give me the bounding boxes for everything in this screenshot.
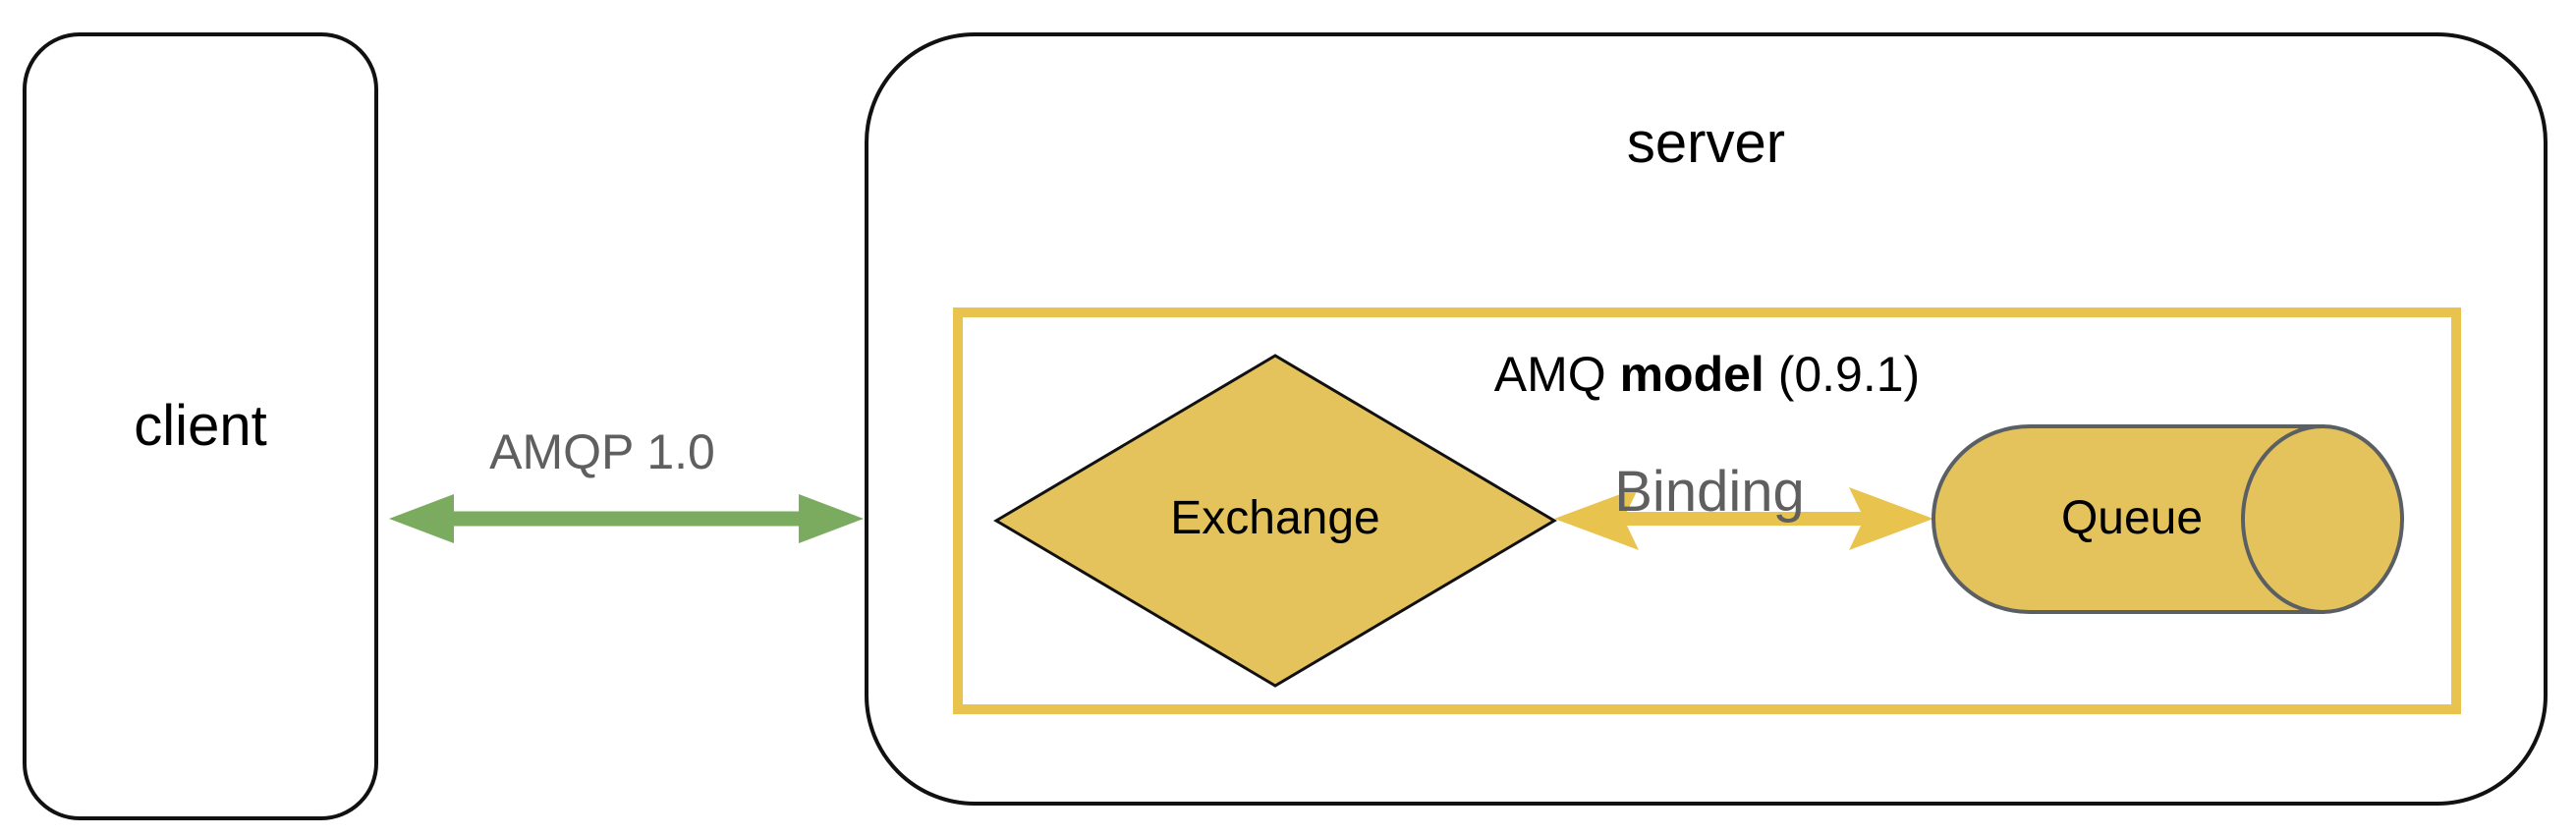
amq-model-title: AMQ model (0.9.1)	[953, 350, 2461, 399]
server-box	[865, 32, 2548, 806]
server-label: server	[1626, 111, 1786, 175]
amq-model-box	[953, 307, 2461, 714]
amq-model-title-suffix: (0.9.1)	[1764, 347, 1921, 402]
exchange-label: Exchange	[1170, 492, 1380, 544]
client-box: client	[23, 32, 378, 820]
amqp-link-label: AMQP 1.0	[489, 424, 715, 479]
amq-model-title-prefix: AMQ	[1493, 347, 1620, 402]
client-label: client	[134, 394, 267, 458]
amq-model-title-bold: model	[1619, 347, 1764, 402]
amqp-double-arrow-icon	[389, 494, 864, 543]
queue-label: Queue	[2060, 492, 2204, 544]
binding-label: Binding	[1614, 460, 1805, 524]
